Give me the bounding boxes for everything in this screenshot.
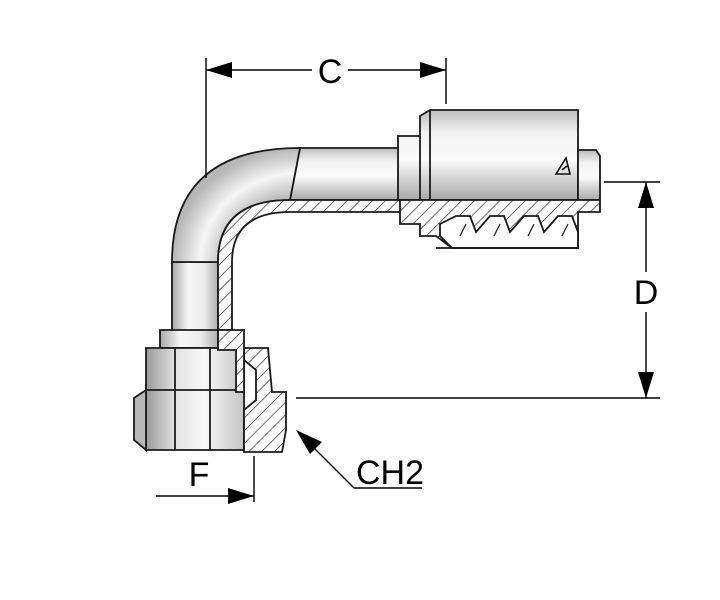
ferrule-collar bbox=[397, 109, 579, 201]
arrowhead-up bbox=[638, 182, 654, 208]
dimension-c-label: C bbox=[318, 53, 343, 91]
dimension-ch2-label: CH2 bbox=[356, 454, 424, 492]
ferrule-ring bbox=[577, 149, 601, 201]
bend-wall-section bbox=[217, 199, 411, 331]
swivel-nut bbox=[145, 347, 245, 451]
seat-section bbox=[217, 329, 245, 393]
dimension-d: D bbox=[296, 181, 660, 399]
arrowhead-down bbox=[638, 372, 654, 398]
dimension-d-label: D bbox=[634, 274, 659, 312]
arrowhead-right bbox=[420, 62, 446, 78]
fitting-body bbox=[133, 109, 601, 453]
swivel-nut-section bbox=[243, 347, 287, 453]
dimension-c: C bbox=[205, 53, 447, 178]
dimension-ch2: CH2 bbox=[296, 430, 424, 492]
arrowhead-ch2 bbox=[296, 430, 322, 454]
arrowhead-left bbox=[206, 62, 232, 78]
arrowhead-f bbox=[228, 488, 254, 504]
horizontal-tube bbox=[288, 147, 401, 201]
dimension-f: F bbox=[156, 456, 255, 504]
nut-collar bbox=[159, 329, 219, 349]
dimension-f-label: F bbox=[189, 456, 210, 494]
triangle-logo-icon bbox=[554, 155, 572, 175]
vertical-tube bbox=[171, 261, 219, 336]
